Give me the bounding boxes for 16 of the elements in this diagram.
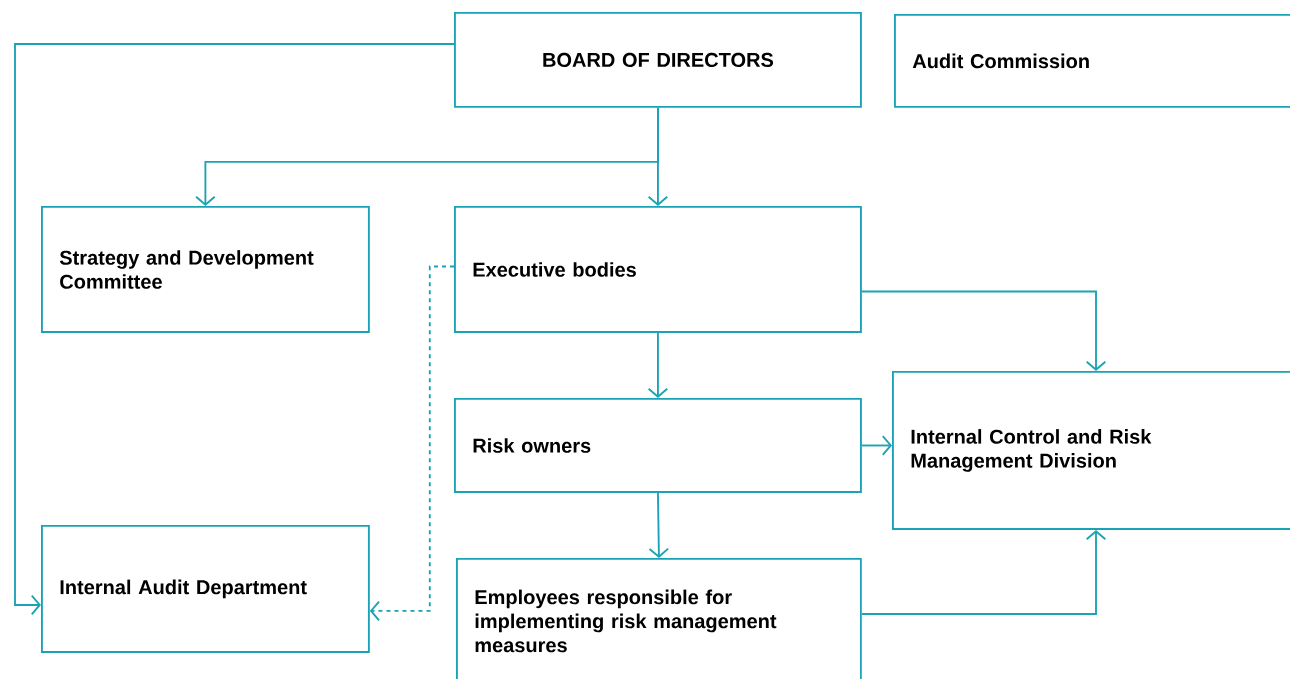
process-box: Risk owners <box>454 398 862 493</box>
arrow <box>648 492 670 558</box>
dashed-arrow <box>369 265 455 622</box>
arrow <box>14 43 455 616</box>
arrow <box>860 529 1107 615</box>
arrow <box>647 332 669 398</box>
process-box: Employees responsible for implementing risk management measures <box>456 558 862 679</box>
process-box: Internal Control and Risk Management Division <box>892 371 1290 530</box>
process-box: BOARD OF DIRECTORS <box>454 12 862 108</box>
arrow <box>860 435 892 456</box>
arrow <box>860 290 1107 371</box>
process-box: Internal Audit Department <box>41 525 370 653</box>
process-box: Executive bodies <box>454 206 862 333</box>
process-box: Strategy and Development Committee <box>41 206 370 333</box>
arrow <box>647 106 669 206</box>
process-box: Audit Commission <box>894 14 1290 108</box>
